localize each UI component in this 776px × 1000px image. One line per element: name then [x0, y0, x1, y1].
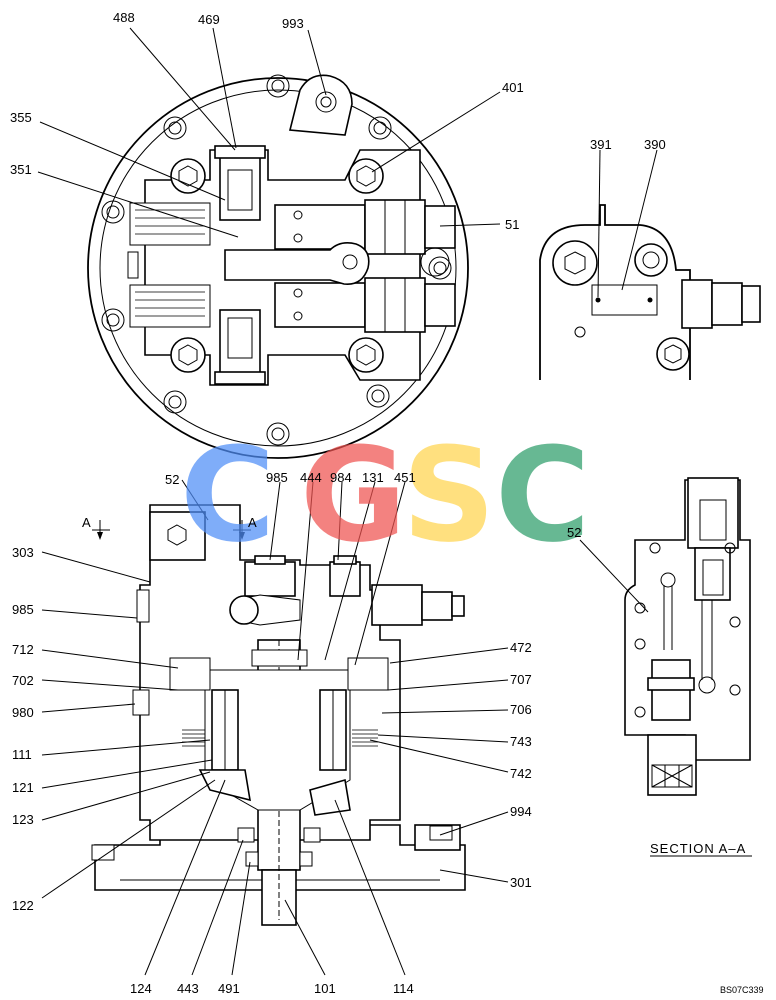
section-mark-left: A [82, 515, 91, 530]
watermark-letter-2: G [300, 419, 407, 571]
callout-706: 706 [510, 702, 532, 717]
callout-121: 121 [12, 780, 34, 795]
callout-355: 355 [10, 110, 32, 125]
watermark-letter-1: C [180, 419, 275, 571]
callout-52-left: 52 [165, 472, 179, 487]
callout-111: 111 [12, 747, 32, 762]
watermark: C G S C [180, 419, 590, 571]
callout-488: 488 [113, 10, 135, 25]
callout-985-left: 985 [12, 602, 34, 617]
callout-451: 451 [394, 470, 416, 485]
callout-301: 301 [510, 875, 532, 890]
cross-section-view [91, 504, 466, 926]
watermark-letter-4: C [495, 419, 590, 571]
callout-980: 980 [12, 705, 34, 720]
callout-444: 444 [300, 470, 322, 485]
top-view [87, 74, 469, 459]
callout-123: 123 [12, 812, 34, 827]
callout-985-top: 985 [266, 470, 288, 485]
detail-view [539, 204, 761, 380]
section-mark-right: A [248, 515, 257, 530]
callout-390: 390 [644, 137, 666, 152]
callout-303: 303 [12, 545, 34, 560]
callout-984: 984 [330, 470, 352, 485]
callout-994: 994 [510, 804, 532, 819]
drawing-code: BS07C339 [720, 985, 764, 995]
section-a-a-view [624, 477, 751, 796]
callout-742: 742 [510, 766, 532, 781]
callout-391: 391 [590, 137, 612, 152]
callout-443: 443 [177, 981, 199, 996]
callout-401: 401 [502, 80, 524, 95]
callout-712: 712 [12, 642, 34, 657]
callout-469: 469 [198, 12, 220, 27]
callout-707: 707 [510, 672, 532, 687]
callout-472: 472 [510, 640, 532, 655]
callout-51: 51 [505, 217, 519, 232]
callout-114: 114 [393, 981, 414, 996]
callout-491: 491 [218, 981, 240, 996]
callout-labels: 488 469 993 401 355 351 51 391 390 52 98… [10, 10, 764, 996]
callout-993: 993 [282, 16, 304, 31]
callout-743: 743 [510, 734, 532, 749]
callout-351: 351 [10, 162, 32, 177]
watermark-letter-3: S [402, 419, 496, 571]
callout-52-right: 52 [567, 525, 581, 540]
callout-131: 131 [362, 470, 384, 485]
section-caption: SECTION A–A [650, 841, 746, 856]
leader-lines [37, 27, 658, 976]
callout-702: 702 [12, 673, 34, 688]
callout-101: 101 [314, 981, 336, 996]
callout-124: 124 [130, 981, 152, 996]
callout-122: 122 [12, 898, 34, 913]
